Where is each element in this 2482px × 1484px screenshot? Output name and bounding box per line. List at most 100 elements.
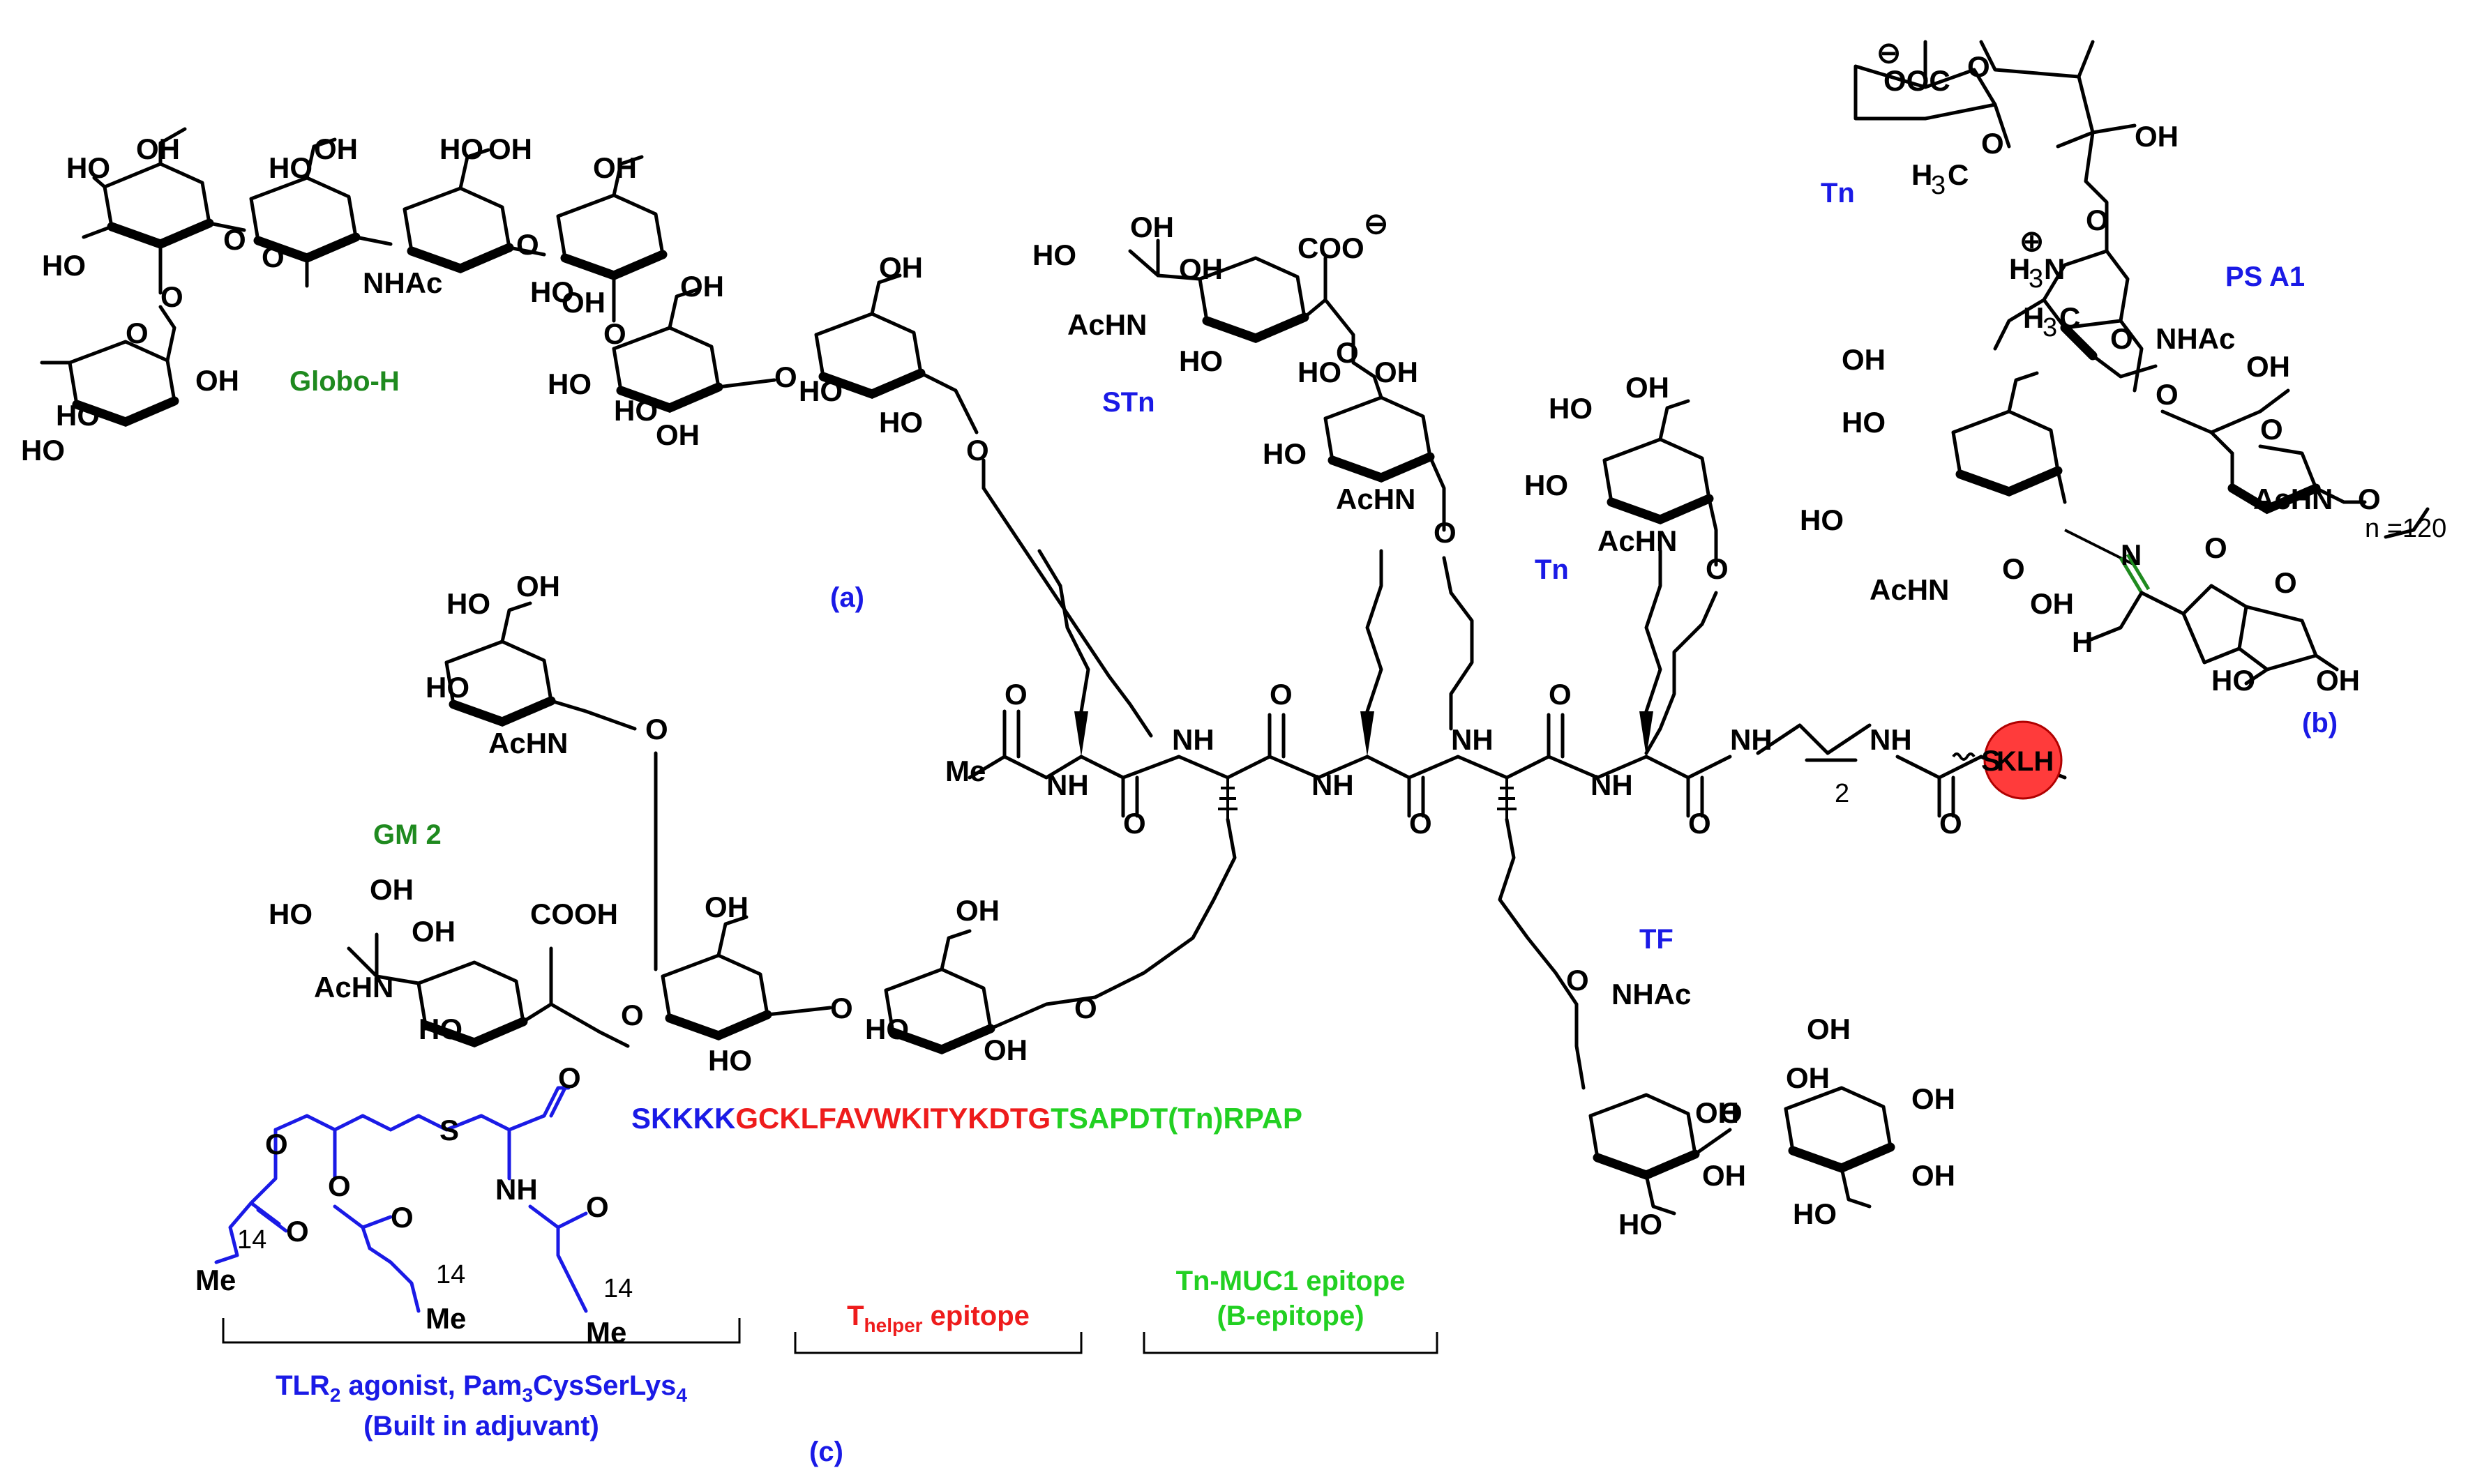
atom-o: O xyxy=(1939,807,1962,840)
tlr-sub-1: 2 xyxy=(330,1384,341,1406)
atom-me: Me xyxy=(426,1302,466,1335)
atom-achn: AcHN xyxy=(1597,524,1677,557)
atom-ho: HO xyxy=(269,151,313,184)
atom-o: O xyxy=(1688,807,1711,840)
atom-ho: HO xyxy=(879,406,923,439)
tlr-sub-2: 3 xyxy=(522,1384,533,1406)
atom-o: O xyxy=(1336,336,1359,369)
thelper-tail: epitope xyxy=(923,1301,1030,1331)
label-gm2: GM 2 xyxy=(373,819,442,850)
sequence-segment-thelper: GCKLFAVWKITYKDTG xyxy=(735,1102,1051,1135)
atom-achn: AcHN xyxy=(1336,483,1415,515)
atom-o: O xyxy=(558,1061,581,1094)
atom-o: O xyxy=(262,241,285,273)
atom-cooh: COOH xyxy=(530,898,618,930)
sequence-segment-tn-muc1: TSAPDT(Tn)RPAP xyxy=(1051,1102,1302,1135)
atom-achn: AcHN xyxy=(488,727,568,759)
atom-o: O xyxy=(2086,204,2109,236)
atom-ho: HO xyxy=(446,587,490,620)
thelper-t: T xyxy=(847,1301,864,1331)
atom-o: O xyxy=(1434,516,1457,549)
atom-nhac: NHAc xyxy=(2156,322,2235,355)
atom-ho: HO xyxy=(66,151,110,184)
atom-oh: OH xyxy=(1695,1096,1739,1129)
atom-ho: HO xyxy=(419,1013,462,1045)
atom-oh: OH xyxy=(195,364,239,397)
atom-ho: HO xyxy=(530,275,574,308)
atom-oh: OH xyxy=(1702,1159,1746,1192)
atom-achn: AcHN xyxy=(1870,573,1949,606)
atom-h3n: H xyxy=(2009,252,2030,285)
atom-achn: AcHN xyxy=(1067,308,1147,341)
atom-o: O xyxy=(126,317,149,349)
atom-achn: AcHN xyxy=(314,971,393,1004)
atom-oh: OH xyxy=(1625,371,1669,404)
atom-ho: HO xyxy=(56,399,100,432)
bracket-tlr2 xyxy=(222,1318,741,1344)
label-thelper-epitope: Thelper epitope xyxy=(847,1301,1030,1336)
atom-oh: OH xyxy=(956,894,1000,927)
subscript-three: 3 xyxy=(2043,313,2057,342)
tf-structure xyxy=(1574,1002,1895,1216)
peptide-sequence: SKKKKGCKLFAVWKITYKDTGTSAPDT(Tn)RPAP xyxy=(631,1102,1302,1135)
atom-minus: ⊖ xyxy=(1364,207,1388,240)
atom-minus: ⊖ xyxy=(1876,36,1901,69)
atom-oh: OH xyxy=(412,915,456,948)
klh-carrier-sphere xyxy=(1983,720,2063,800)
stn-structure xyxy=(1128,238,1474,731)
atom-o: O xyxy=(1270,678,1293,711)
atom-ho: HO xyxy=(269,898,313,930)
atom-c: C xyxy=(1948,158,1969,191)
atom-o: O xyxy=(774,361,797,393)
atom-me: Me xyxy=(586,1316,626,1349)
atom-ho: HO xyxy=(2211,664,2255,697)
atom-ooc: OOC xyxy=(1883,64,1950,97)
pam3cys-lipopeptide xyxy=(214,1086,588,1313)
atom-o: O xyxy=(603,317,626,350)
atom-ho: HO xyxy=(439,132,483,165)
atom-ho: HO xyxy=(1842,406,1886,439)
panel-label-b: (b) xyxy=(2302,708,2338,739)
label-b-epitope: (B-epitope) xyxy=(1217,1301,1364,1331)
atom-oh: OH xyxy=(984,1034,1028,1066)
atom-o: O xyxy=(1981,127,2004,160)
atom-o: O xyxy=(160,280,183,313)
atom-ho: HO xyxy=(614,394,658,427)
atom-oh: OH xyxy=(2135,120,2179,153)
atom-ho: HO xyxy=(1179,344,1223,377)
atom-oh: OH xyxy=(1786,1061,1830,1094)
chain-length: 14 xyxy=(603,1274,633,1303)
chain-length: 14 xyxy=(237,1225,266,1255)
atom-oh: OH xyxy=(705,891,749,923)
gm2-structure xyxy=(347,601,1097,1054)
atom-o: O xyxy=(586,1190,609,1223)
atom-o: O xyxy=(1967,50,1990,83)
atom-achn: AcHN xyxy=(2253,483,2333,515)
tlr-text-c: CysSerLys xyxy=(533,1370,676,1401)
atom-o: O xyxy=(1123,807,1146,840)
atom-o: O xyxy=(1706,552,1729,585)
atom-nh: NH xyxy=(1172,723,1214,756)
label-stn: STn xyxy=(1102,387,1155,418)
atom-n: N xyxy=(2121,538,2142,571)
bracket-thelper xyxy=(794,1332,1083,1354)
panel-label-c: (c) xyxy=(809,1437,843,1467)
label-ps-a1: PS A1 xyxy=(2225,262,2305,292)
atom-o: O xyxy=(830,992,853,1024)
atom-ho: HO xyxy=(42,249,86,282)
subscript-two: 2 xyxy=(1835,779,1849,808)
atom-o: O xyxy=(2156,378,2179,411)
sequence-segment-skkkk: SKKKK xyxy=(631,1102,735,1135)
atom-nh: NH xyxy=(1590,768,1633,801)
peptide-backbone xyxy=(968,549,2067,1006)
klh-label: KLH xyxy=(1996,746,2054,777)
atom-o: O xyxy=(1549,678,1572,711)
label-tf: TF xyxy=(1639,924,1674,955)
atom-o: O xyxy=(516,228,539,261)
atom-ho: HO xyxy=(1524,469,1568,501)
ps-a1-structure xyxy=(1853,40,2430,686)
atom-o: O xyxy=(1005,678,1028,711)
atom-oh: OH xyxy=(136,132,180,165)
atom-oh: OH xyxy=(1130,211,1174,243)
